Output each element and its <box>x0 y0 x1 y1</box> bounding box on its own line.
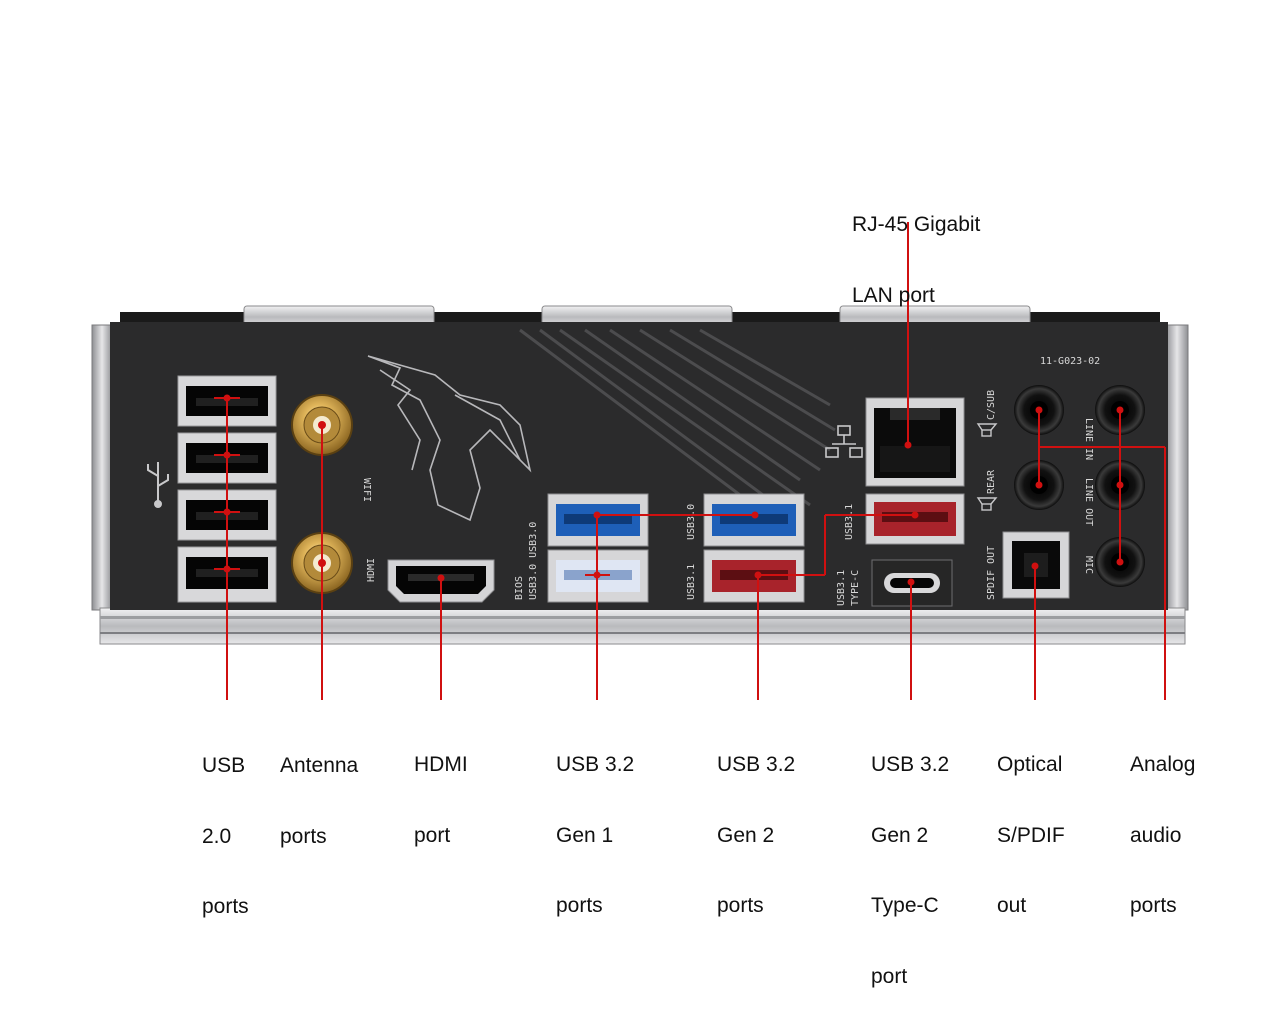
callout-line: USB <box>202 754 246 777</box>
callout-usb32-gen2-typec: USB 3.2 Gen 2 Type-C port <box>871 706 949 1012</box>
leader-dots <box>223 394 1124 586</box>
wifi-label: WIFI <box>361 478 372 502</box>
callout-line: port <box>414 823 451 847</box>
callout-usb32-gen2: USB 3.2 Gen 2 ports <box>717 706 795 941</box>
spdif-out-label: SPDIF OUT <box>986 546 997 600</box>
callout-line: USB 3.2 <box>556 753 635 776</box>
callout-line: USB 3.2 <box>871 753 950 776</box>
callout-line: LAN port <box>852 283 935 307</box>
usb31-red-port <box>703 549 805 603</box>
panel-stripes <box>519 328 836 517</box>
usb30-pair-label: USB3.0 USB3.0 <box>528 522 539 600</box>
usb-icon <box>147 462 169 508</box>
callout-line: Gen 1 <box>556 823 614 847</box>
callout-line: ports <box>280 824 327 848</box>
callout-line: Gen 2 <box>717 823 775 847</box>
callout-rj45: RJ-45 Gigabit LAN port <box>852 166 980 331</box>
callout-line: ports <box>202 895 249 918</box>
callout-line: 2.0 <box>202 824 232 848</box>
leader-lines <box>214 222 1166 700</box>
line-out-label: LINE OUT <box>1083 478 1094 526</box>
part-number: 11-G023-02 <box>1040 356 1100 367</box>
typec-label: TYPE-C <box>850 570 861 606</box>
callout-optical: Optical S/PDIF out <box>997 706 1065 941</box>
callout-line: S/PDIF <box>997 823 1065 847</box>
usb30-blue-port-2 <box>703 493 805 547</box>
usb31-red-port-2 <box>865 493 965 545</box>
rear-label: REAR <box>986 469 997 494</box>
callout-line: Type-C <box>871 894 939 917</box>
callout-hdmi: HDMI port <box>414 706 468 871</box>
usb31-top-label: USB3.1 <box>844 504 855 540</box>
speaker-icon <box>976 497 998 511</box>
usb31-typec-label: USB3.1 <box>836 570 847 606</box>
callout-line: HDMI <box>414 753 468 776</box>
aorus-eagle-logo <box>367 355 532 522</box>
callout-line: USB 3.2 <box>717 753 796 776</box>
usb30-label: USB3.0 <box>686 504 697 540</box>
callout-analog: Analog audio ports <box>1130 706 1195 941</box>
callout-line: Gen 2 <box>871 823 929 847</box>
callout-line: Optical <box>997 753 1063 776</box>
callout-line: Analog <box>1130 753 1196 776</box>
speaker-icon <box>976 423 998 437</box>
callout-usb20: USB 2.0 ports <box>202 707 249 942</box>
bios-label: BIOS <box>514 576 525 600</box>
callout-line: port <box>871 964 908 988</box>
callout-line: out <box>997 894 1027 917</box>
callout-line: audio <box>1130 823 1182 847</box>
callout-usb32-gen1: USB 3.2 Gen 1 ports <box>556 706 634 941</box>
callout-line: ports <box>556 894 603 917</box>
callout-antenna: Antenna ports <box>280 707 358 872</box>
hdmi-label: HDMI <box>366 558 377 582</box>
io-shield-diagram: 11-G023-02 <box>91 222 1189 700</box>
callout-line: ports <box>1130 894 1177 917</box>
mic-label: MIC <box>1083 556 1094 574</box>
c-sub-label: C/SUB <box>986 390 997 420</box>
line-in-label: LINE IN <box>1083 418 1094 460</box>
rj45-port <box>865 397 965 487</box>
callout-line: Antenna <box>280 754 359 777</box>
callout-line: RJ-45 Gigabit <box>852 213 981 236</box>
callout-line: ports <box>717 894 764 917</box>
network-icon <box>825 425 863 458</box>
usb31-label: USB3.1 <box>686 564 697 600</box>
